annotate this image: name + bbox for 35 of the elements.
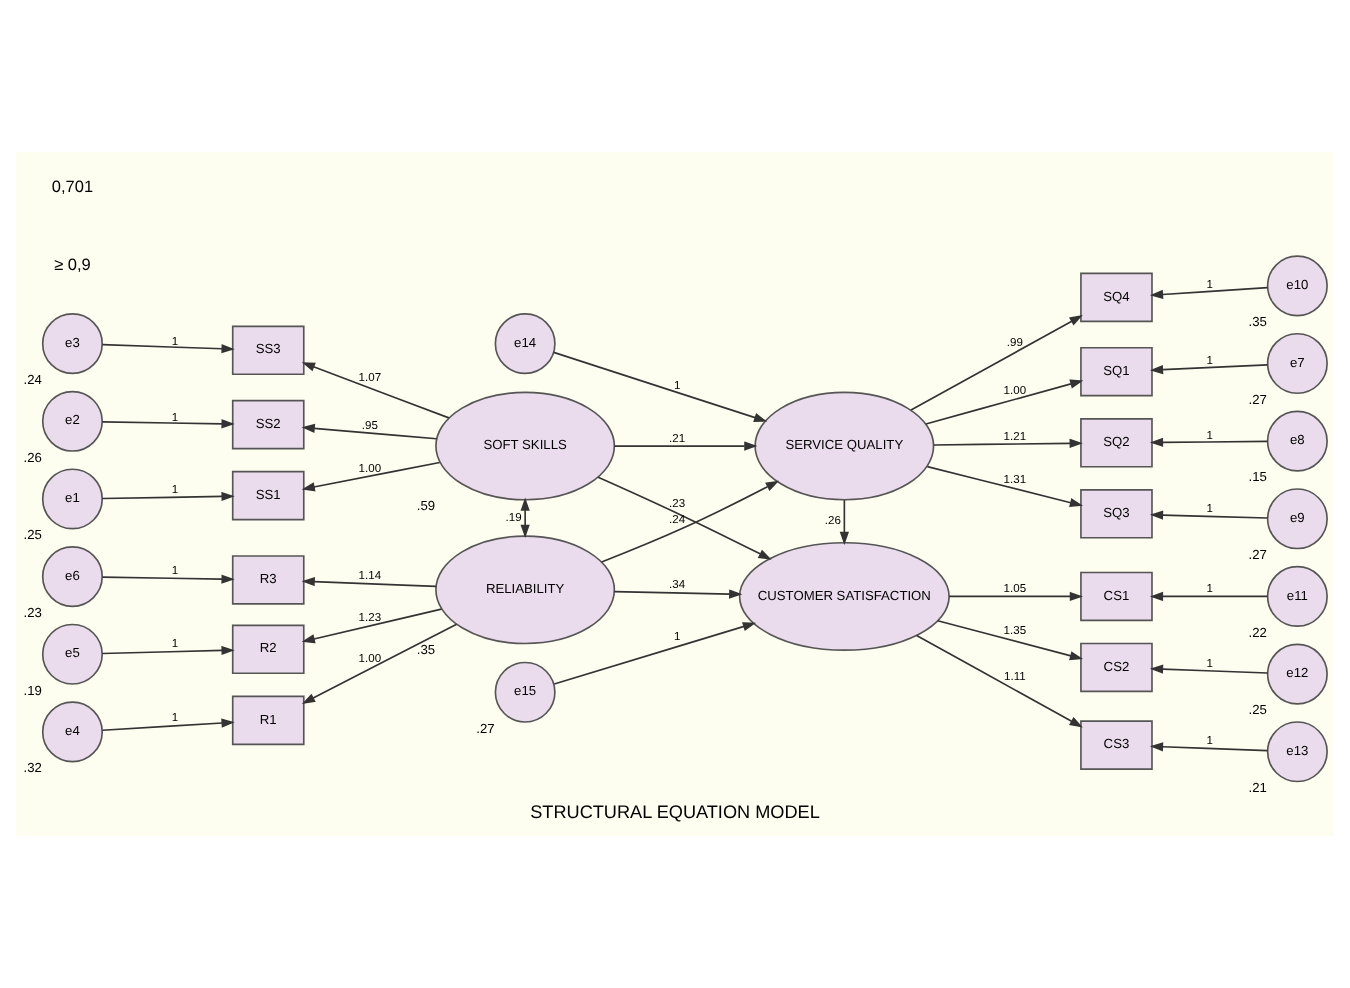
arrow <box>101 574 235 584</box>
arrow <box>301 608 443 644</box>
arrow <box>520 497 530 538</box>
arrow <box>301 461 441 492</box>
arrow <box>101 491 235 502</box>
arrow <box>926 465 1084 508</box>
arrow <box>301 423 438 440</box>
arrow <box>101 343 235 354</box>
arrow <box>1149 664 1269 674</box>
arrow <box>301 362 450 419</box>
arrow <box>101 645 235 656</box>
arrow <box>613 589 743 599</box>
arrow <box>915 634 1083 728</box>
caption: STRUCTURAL EQUATION MODEL <box>530 801 820 822</box>
arrow <box>1149 742 1269 752</box>
arrow <box>910 315 1083 411</box>
arrow <box>1149 510 1269 520</box>
arrow <box>1149 363 1269 375</box>
label: 0,701 <box>51 178 94 197</box>
arrow <box>101 718 235 732</box>
arrow <box>839 499 849 546</box>
arrow <box>301 623 458 704</box>
arrow <box>613 441 758 451</box>
arrow <box>933 438 1083 448</box>
arrow <box>936 619 1084 661</box>
arrow <box>1149 286 1269 300</box>
arrow <box>301 577 437 588</box>
arrow <box>1149 437 1269 447</box>
arrow <box>552 351 768 422</box>
arrow <box>948 591 1083 602</box>
arrow <box>101 419 235 429</box>
arrow <box>553 622 757 685</box>
arrow <box>1149 591 1269 602</box>
arrow <box>925 379 1084 425</box>
label: ≥ 0,9 <box>54 256 91 275</box>
